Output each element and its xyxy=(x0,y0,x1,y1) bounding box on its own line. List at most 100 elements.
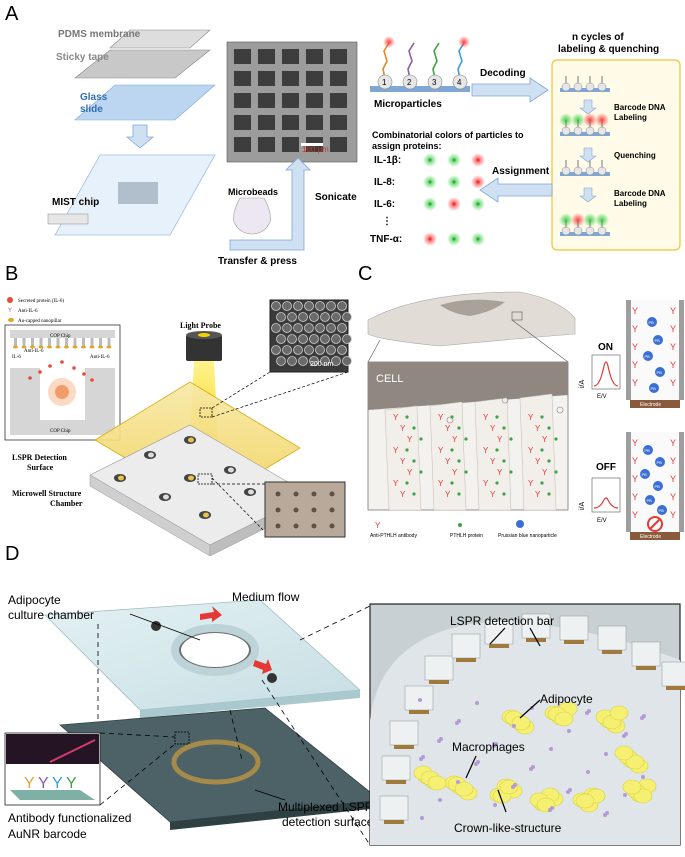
cycle-bead xyxy=(585,82,595,92)
adipocyte-cell xyxy=(511,715,531,731)
macrophage xyxy=(587,709,591,713)
sem-grain xyxy=(342,334,352,344)
sem-grain xyxy=(293,323,303,333)
lspr-bar xyxy=(559,615,589,641)
cycle-substrate xyxy=(560,172,610,176)
macrophages-label: Macrophages xyxy=(452,740,525,754)
panel-d: D Adipocyte culture chamber Medium flow … xyxy=(4,543,685,846)
panel-a-letter: A xyxy=(5,3,19,25)
adipocyte-cell xyxy=(499,779,519,795)
scale-label: 100 μm xyxy=(302,145,329,154)
microbeads-label: Microbeads xyxy=(228,187,278,197)
sticky-tape-layer xyxy=(74,49,211,79)
macrophage xyxy=(475,701,479,705)
antibody-mark: Y xyxy=(670,378,676,388)
protein-dot xyxy=(452,158,456,162)
antibody-mark: Y xyxy=(632,492,638,502)
sem-grain xyxy=(298,312,308,322)
well-square xyxy=(282,137,299,152)
protein-mark xyxy=(547,492,551,496)
pb-label: PB xyxy=(655,338,661,343)
antibody-mark: Y xyxy=(407,435,413,444)
microparticles-label: Microparticles xyxy=(374,99,442,110)
macrophage xyxy=(513,783,517,787)
pdms-label: PDMS membrane xyxy=(58,29,141,40)
adipocyte-cell xyxy=(427,775,447,791)
secreted-dot xyxy=(38,370,42,374)
sem-grain xyxy=(331,334,341,344)
well-square xyxy=(258,49,275,64)
cycle-bead xyxy=(573,82,583,92)
sem-grain xyxy=(304,345,314,355)
macrophage xyxy=(438,798,442,802)
antibody-mark: Y xyxy=(670,342,676,352)
microwell-content xyxy=(228,467,234,473)
sem-grain xyxy=(276,334,286,344)
sonicate-label: Sonicate xyxy=(315,192,357,203)
secreted-dot xyxy=(72,366,76,370)
light-probe-label: Light Probe xyxy=(180,321,221,330)
cycle-bead xyxy=(561,82,571,92)
pb-label: PB xyxy=(642,472,648,477)
microwell-photo-dots xyxy=(275,491,335,529)
bead xyxy=(452,74,468,90)
well-square xyxy=(306,71,323,86)
macrophage xyxy=(586,770,590,774)
macrophage xyxy=(457,719,461,723)
well-square xyxy=(282,93,299,108)
lspr-label-2: Surface xyxy=(27,463,54,472)
lspr-bar xyxy=(597,625,627,651)
lspr-bar xyxy=(521,613,551,639)
antibody-mark: Y xyxy=(438,446,444,455)
aunr-antibody-icon: Y xyxy=(38,775,49,792)
pthlh-protein-icon xyxy=(458,523,462,527)
macrophage xyxy=(418,698,422,702)
antibody-mark: Y xyxy=(452,468,458,477)
lspr-bar-strip xyxy=(386,780,406,784)
sem-grain xyxy=(315,323,325,333)
scale-bar xyxy=(301,143,323,146)
prussian-blue-particle xyxy=(653,335,663,345)
cycle-substrate xyxy=(560,88,610,92)
dna-strand xyxy=(382,42,390,80)
on-plot xyxy=(591,354,621,390)
channel-wall xyxy=(679,432,684,532)
well-square xyxy=(258,137,275,152)
antibody-mark: Y xyxy=(407,468,413,477)
adipocyte-cell xyxy=(633,788,653,804)
protein-mark xyxy=(502,426,506,430)
tape-label: Sticky tape xyxy=(56,52,109,63)
cycle-step-arrow-icon xyxy=(579,187,597,203)
antibody-mark: Y xyxy=(445,424,451,433)
adipocytes xyxy=(413,698,657,820)
legend-b-1: Secreted protein (IL-6) xyxy=(18,299,64,304)
well-square xyxy=(282,115,299,130)
antibody-mark: Y xyxy=(542,468,548,477)
lspr-bar xyxy=(381,755,411,781)
lspr-bar-strip xyxy=(602,650,622,654)
antibody-mark: Y xyxy=(438,479,444,488)
cycle-bead xyxy=(561,126,571,136)
sem-grain xyxy=(309,334,319,344)
cycle-bead xyxy=(561,226,571,236)
lspr-bar-strip xyxy=(394,745,414,749)
antibody-mark: Y xyxy=(670,360,676,370)
quenching-label: Quenching xyxy=(614,151,656,160)
lspr-bar xyxy=(424,655,454,681)
vesicle xyxy=(501,396,509,404)
well-square xyxy=(330,115,347,130)
pillar xyxy=(65,338,68,346)
cycle-bead xyxy=(597,226,607,236)
microbeads-droplet-icon xyxy=(233,197,271,235)
fluorescence-glow xyxy=(383,36,395,48)
lspr-bar-label: LSPR detection bar xyxy=(450,614,554,628)
pb-label: PB xyxy=(651,386,657,391)
cycle-bead xyxy=(597,126,607,136)
microwell-photo-dot xyxy=(329,491,335,497)
sem-grain xyxy=(287,312,297,322)
outlet-port-icon xyxy=(267,673,277,683)
cycle-bead xyxy=(585,166,595,176)
pb-label: PB xyxy=(657,460,663,465)
